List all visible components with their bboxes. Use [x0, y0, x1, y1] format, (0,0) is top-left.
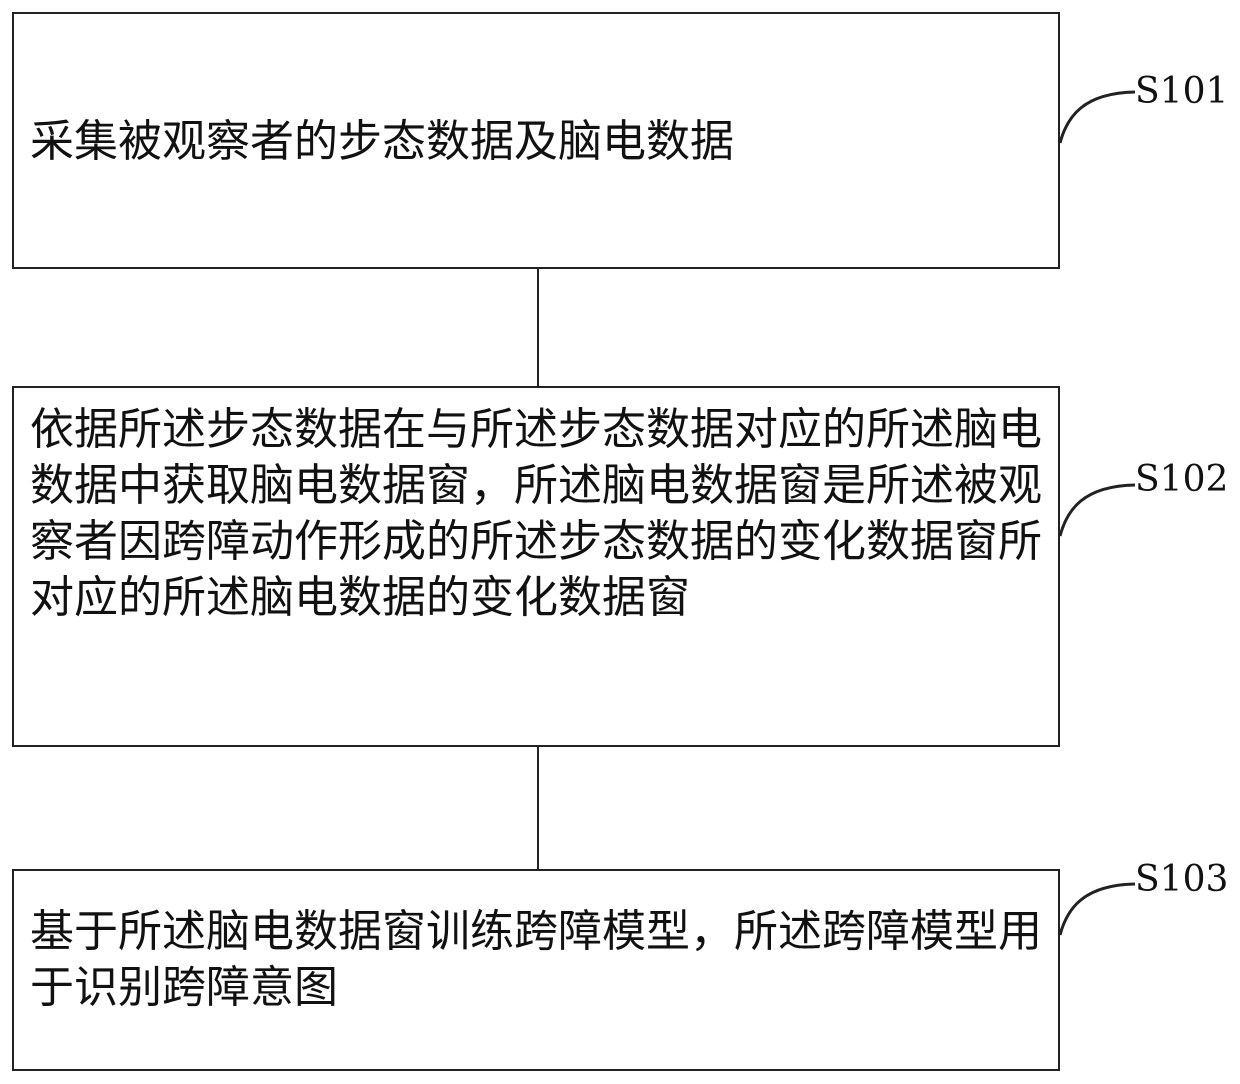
step-box-s101: 采集被观察者的步态数据及脑电数据 — [12, 12, 1060, 269]
leader-line-s103 — [1055, 877, 1145, 947]
step-box-s102: 依据所述步态数据在与所述步态数据对应的所述脑电数据中获取脑电数据窗，所述脑电数据… — [12, 386, 1060, 747]
leader-line-s101 — [1055, 85, 1145, 155]
step-text-s101: 采集被观察者的步态数据及脑电数据 — [30, 114, 1048, 170]
step-box-s103: 基于所述脑电数据窗训练跨障模型，所述跨障模型用于识别跨障意图 — [12, 869, 1060, 1071]
connector-s102-s103 — [537, 747, 539, 869]
leader-line-s102 — [1055, 478, 1145, 548]
step-label-s102: S102 — [1135, 460, 1228, 500]
connector-s101-s102 — [537, 269, 539, 386]
step-text-s102: 依据所述步态数据在与所述步态数据对应的所述脑电数据中获取脑电数据窗，所述脑电数据… — [30, 402, 1048, 626]
step-label-s103: S103 — [1135, 860, 1228, 900]
step-label-s101: S101 — [1135, 72, 1228, 112]
step-text-s103: 基于所述脑电数据窗训练跨障模型，所述跨障模型用于识别跨障意图 — [30, 904, 1048, 1016]
